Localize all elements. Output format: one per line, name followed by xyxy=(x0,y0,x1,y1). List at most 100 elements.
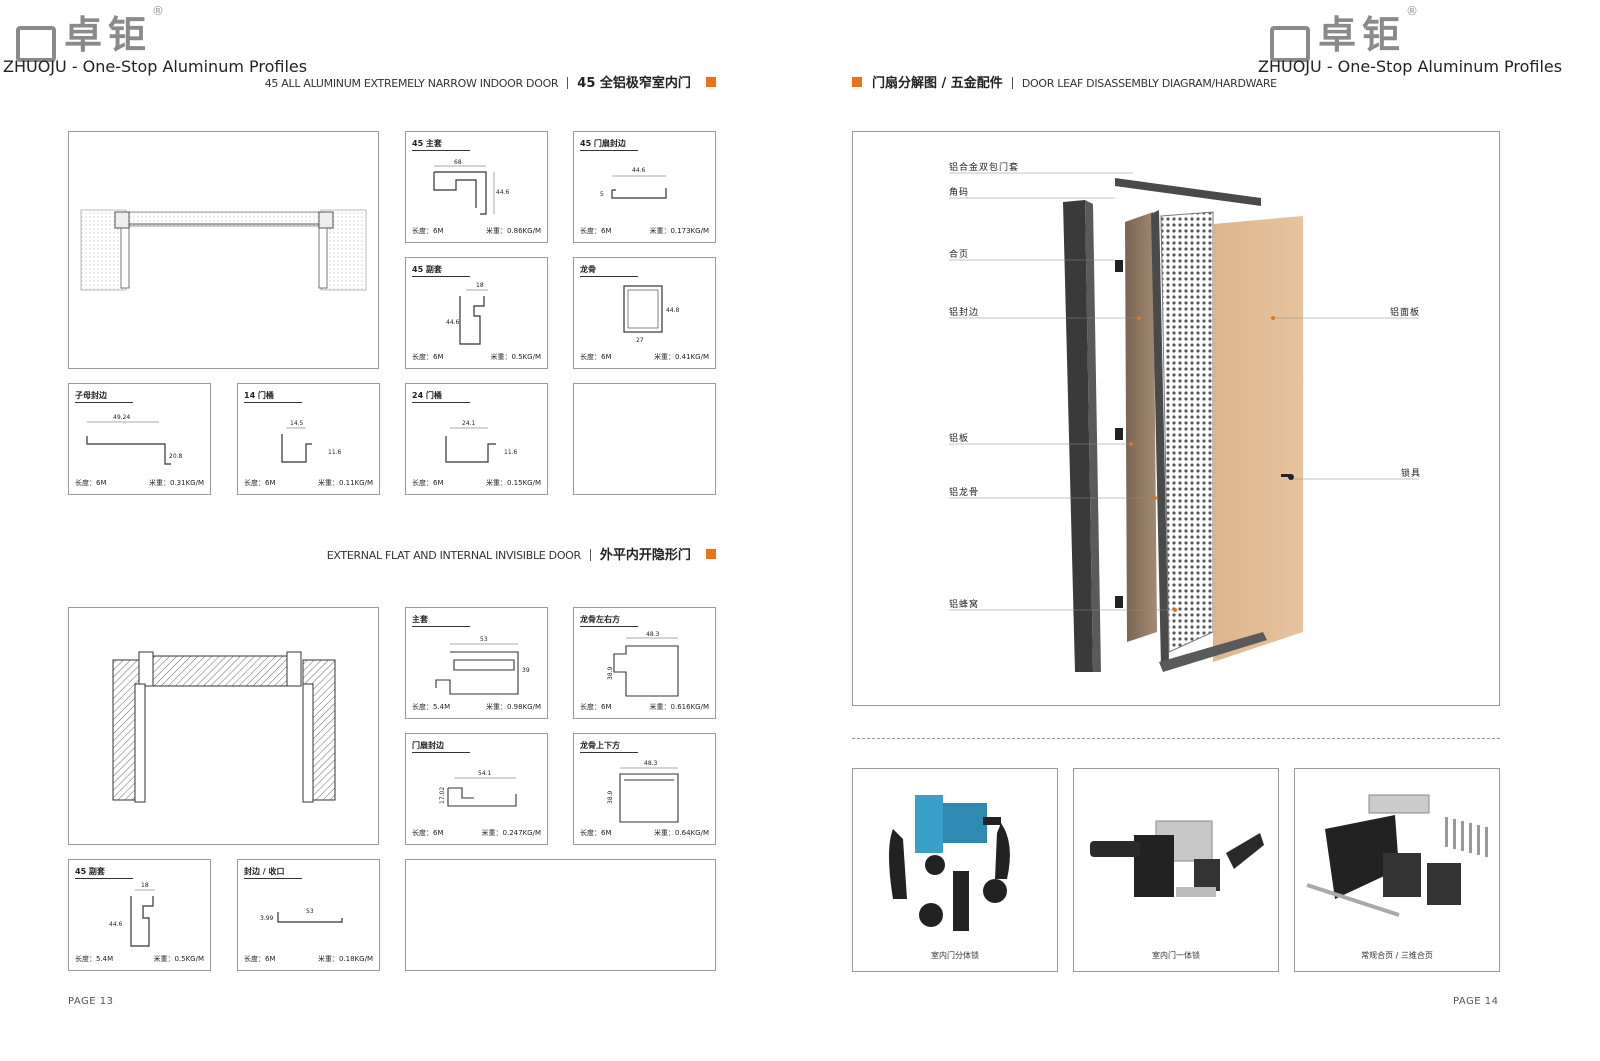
dim-width: 68 xyxy=(454,159,462,166)
hardware-caption: 室内门一体锁 xyxy=(1152,951,1200,960)
hardware-card-integrated-lock: 室内门一体锁 xyxy=(1073,768,1279,972)
dim-width: 53 xyxy=(306,908,314,915)
dim-width: 44.6 xyxy=(632,167,646,174)
door-cross-section-diagram xyxy=(80,209,367,291)
card-title: 封边 / 收口 xyxy=(244,867,285,876)
dim-height: 38.9 xyxy=(607,666,614,680)
brand-logo-left: 卓钜® xyxy=(16,4,164,62)
dim-height: 17.02 xyxy=(439,787,446,804)
section-title-cn: 45 全铝极窄室内门 xyxy=(577,76,691,91)
invisible-door-cross-section-diagram xyxy=(112,651,336,803)
hardware-caption: 常规合页 / 三维合页 xyxy=(1361,951,1433,960)
dim-width: 14.5 xyxy=(290,420,304,427)
dim-height: 20.8 xyxy=(169,453,183,460)
card-length: 长度：6M xyxy=(580,829,612,837)
label-aluminum-keel: 铝龙骨 xyxy=(949,488,980,498)
label-aluminum-panel: 铝面板 xyxy=(1390,308,1421,318)
hardware-caption: 室内门分体锁 xyxy=(931,951,979,960)
label-lock: 锁具 xyxy=(1401,469,1422,479)
empty-wide-card xyxy=(405,859,716,971)
dim-width: 48.3 xyxy=(646,631,660,638)
page-number-left: PAGE 13 xyxy=(68,996,114,1007)
dashed-divider xyxy=(852,738,1500,739)
dim-width: 48.3 xyxy=(644,760,658,767)
section-title-en: EXTERNAL FLAT AND INTERNAL INVISIBLE DOO… xyxy=(326,549,581,562)
hardware-card-split-lock: 室内门分体锁 xyxy=(852,768,1058,972)
card-title: 子母封边 xyxy=(75,391,107,400)
profile-card-leaf-edge: 54.1 17.02 门扇封边 长度：6M 米重：0.247KG/M xyxy=(405,733,548,845)
card-length: 长度：5.4M xyxy=(412,703,451,711)
dim-width: 49.24 xyxy=(113,414,130,421)
dim-height: 44.6 xyxy=(496,189,510,196)
card-length: 长度：6M xyxy=(412,479,444,487)
label-aluminum-plate: 铝板 xyxy=(949,434,970,444)
section-title-cn: 门扇分解图 / 五金配件 xyxy=(872,76,1003,91)
dim-width: 27 xyxy=(636,337,644,344)
card-length: 长度：5.4M xyxy=(75,955,114,963)
dim-height: 11.6 xyxy=(328,449,342,456)
card-weight: 米重：0.247KG/M xyxy=(481,829,541,837)
hardware-card-hinges: 常规合页 / 三维合页 xyxy=(1294,768,1500,972)
orange-marker-icon xyxy=(706,77,716,87)
card-weight: 米重：0.64KG/M xyxy=(654,829,709,837)
card-length: 长度：6M xyxy=(580,227,612,235)
card-length: 长度：6M xyxy=(580,353,612,361)
card-title: 24 门桶 xyxy=(412,391,442,400)
card-length: 长度：6M xyxy=(412,829,444,837)
profile-card-45-leaf-edge: 44.6 5 45 门扇封边 长度：6M 米重：0.173KG/M xyxy=(573,131,716,243)
label-honeycomb: 铝蜂窝 xyxy=(949,600,980,610)
card-weight: 米重：0.18KG/M xyxy=(318,955,373,963)
dim-height: 39 xyxy=(522,667,530,674)
dim-height: 3.99 xyxy=(260,915,274,922)
section-header-1: 45 ALL ALUMINUM EXTREMELY NARROW INDOOR … xyxy=(265,72,716,91)
card-title: 14 门桶 xyxy=(244,391,274,400)
card-title: 45 副套 xyxy=(75,867,105,876)
brand-cn: 卓钜 xyxy=(64,13,153,57)
card-weight: 米重：0.616KG/M xyxy=(649,703,709,711)
card-title: 主套 xyxy=(412,615,428,624)
logo-mark-icon xyxy=(16,25,56,62)
card-title: 龙骨上下方 xyxy=(580,741,620,750)
dim-height: 11.6 xyxy=(504,449,518,456)
dim-height: 5 xyxy=(600,191,604,198)
card-weight: 米重：0.98KG/M xyxy=(486,703,541,711)
card-length: 长度：6M xyxy=(580,703,612,711)
card-title: 45 门扇封边 xyxy=(580,139,626,148)
card-length: 长度：6M xyxy=(244,479,276,487)
section-title-en: DOOR LEAF DISASSEMBLY DIAGRAM/HARDWARE xyxy=(1021,77,1277,90)
dim-height: 38.9 xyxy=(607,790,614,804)
section-title-en: 45 ALL ALUMINUM EXTREMELY NARROW INDOOR … xyxy=(264,77,559,90)
card-weight: 米重：0.5KG/M xyxy=(153,955,204,963)
card-length: 长度：6M xyxy=(412,227,444,235)
card-title: 门扇封边 xyxy=(412,741,444,750)
profile-card-keel-top-bottom: 48.3 38.9 龙骨上下方 长度：6M 米重：0.64KG/M xyxy=(573,733,716,845)
brand-slogan-right: ZHUOJU - One-Stop Aluminum Profiles xyxy=(1258,57,1563,76)
brand-logo-right: 卓钜® xyxy=(1270,4,1418,62)
brand-slogan-left: ZHUOJU - One-Stop Aluminum Profiles xyxy=(3,57,308,76)
dim-height: 44.8 xyxy=(666,307,680,314)
brand-reg: ® xyxy=(152,4,165,18)
logo-mark-icon xyxy=(1270,25,1310,62)
profile-card-edge-closure: 53 3.99 封边 / 收口 长度：6M 米重：0.18KG/M xyxy=(237,859,380,971)
card-weight: 米重：0.173KG/M xyxy=(649,227,709,235)
door-exploded-diagram: 铝合金双包门套 角码 合页 铝封边 铝板 铝龙骨 铝蜂窝 铝面板 锁具 xyxy=(852,131,1500,706)
card-weight: 米重：0.86KG/M xyxy=(486,227,541,235)
page-number-right: PAGE 14 xyxy=(1453,996,1499,1007)
orange-marker-icon xyxy=(706,549,716,559)
card-length: 长度：6M xyxy=(244,955,276,963)
door-exploded-illustration xyxy=(949,172,1419,672)
hinges-icon xyxy=(1306,794,1488,917)
card-weight: 米重：0.11KG/M xyxy=(318,479,373,487)
section-header-2: EXTERNAL FLAT AND INTERNAL INVISIBLE DOO… xyxy=(327,544,716,563)
dim-width: 54.1 xyxy=(478,770,492,777)
dim-width: 18 xyxy=(141,882,149,889)
label-hinge: 合页 xyxy=(949,250,970,260)
card-length: 长度：6M xyxy=(75,479,107,487)
card-weight: 米重：0.15KG/M xyxy=(486,479,541,487)
